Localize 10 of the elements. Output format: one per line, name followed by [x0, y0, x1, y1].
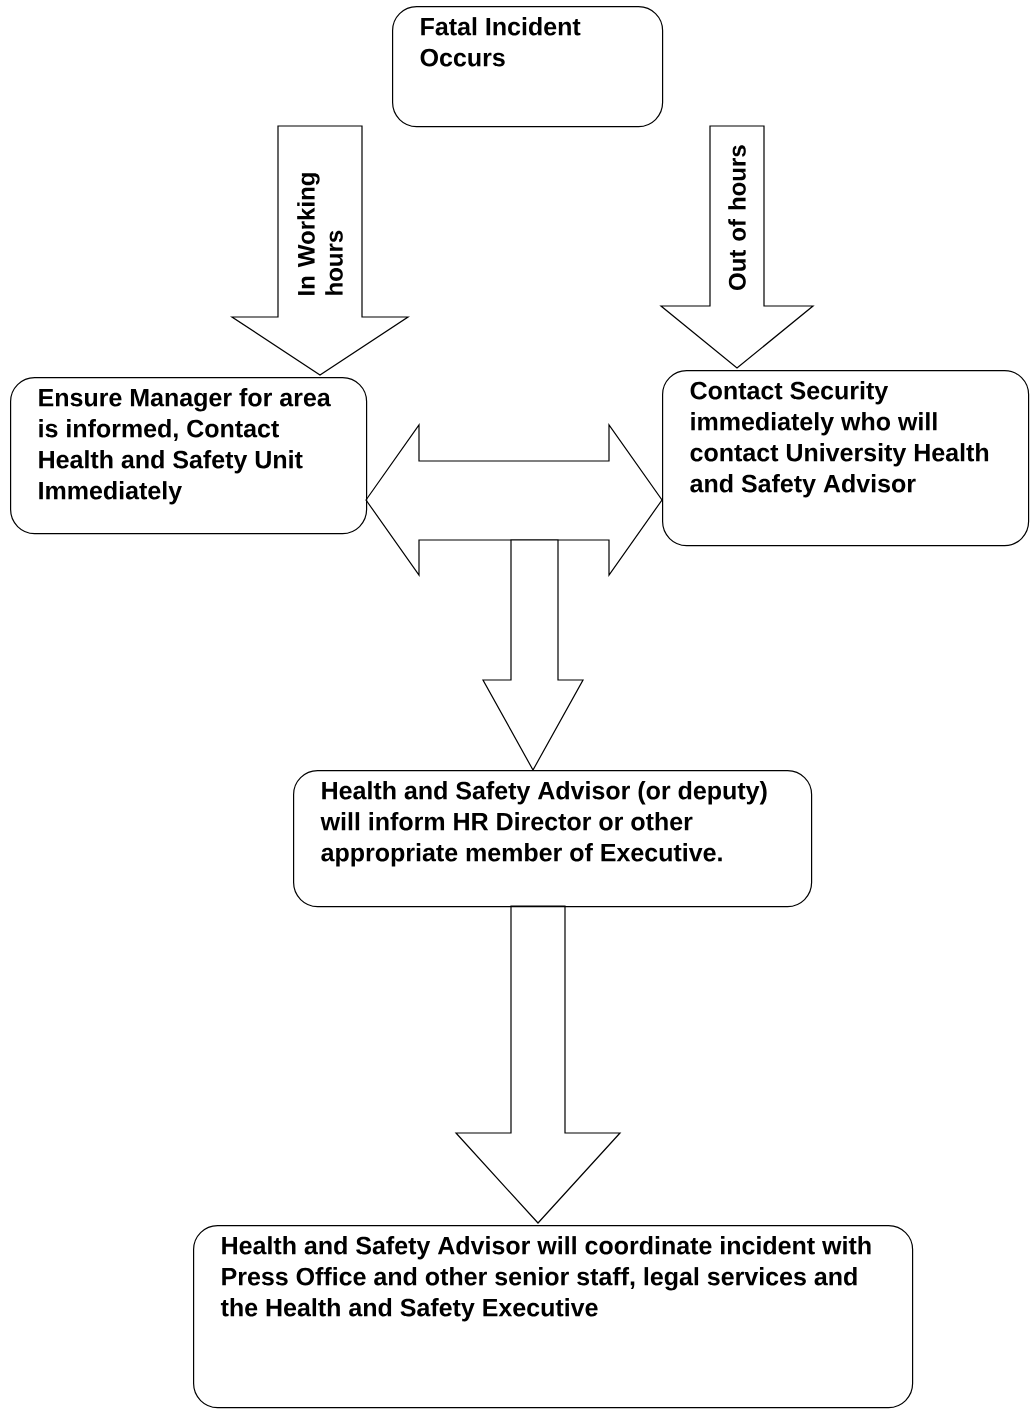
block-arrow — [482, 539, 584, 772]
edge-label: Out of hours — [728, 145, 746, 290]
process-box: Health and Safety Advisor will coordinate incident with Press Office and other senior staff, legal services and the Health and Safety Executive — [193, 1225, 914, 1409]
process-box: Fatal Incident Occurs — [392, 6, 664, 128]
double-block-arrow — [365, 423, 663, 577]
edge-label: In Working hours — [297, 173, 343, 295]
process-box: Ensure Manager for area is informed, Contact Health and Safety Unit Immediately — [10, 377, 368, 535]
process-box: Contact Security immediately who will contact University Health and Safety Advisor — [662, 370, 1030, 547]
block-arrow — [454, 905, 622, 1224]
process-box: Health and Safety Advisor (or deputy) will inform HR Director or other appropriate member of Executive. — [293, 770, 813, 908]
